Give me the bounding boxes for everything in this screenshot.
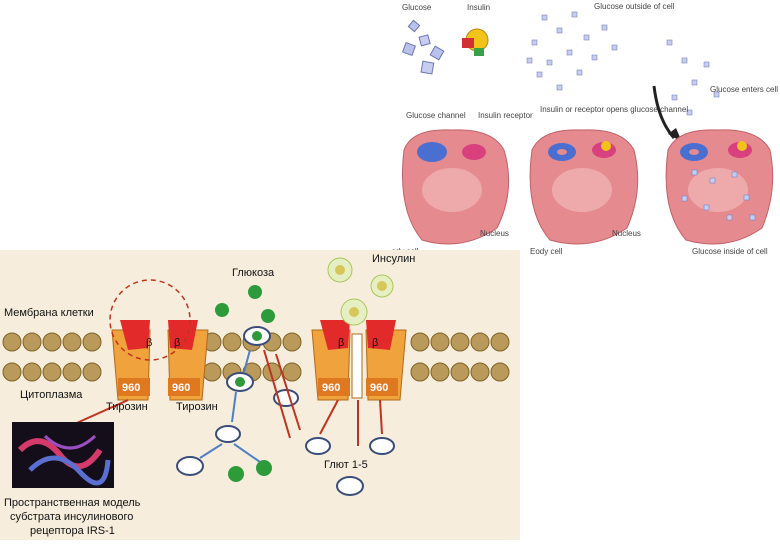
body-cell-1 [402, 130, 508, 244]
glucose-channel-1 [417, 142, 447, 162]
glucose-channel-label: Glucose channel [406, 111, 466, 120]
insulin-legend-icon [462, 29, 488, 56]
irs1-3d-model-image [12, 422, 114, 488]
insulin-label-ru: Инсулин [372, 253, 415, 265]
nucleus-label-2: Nucleus [612, 229, 641, 238]
residue-960-label: 960 [322, 382, 340, 394]
english-diagram-svg: Glucose Insulin Glucose outside of cell … [392, 0, 780, 258]
insulin-mechanism-english-panel: Glucose Insulin Glucose outside of cell … [392, 0, 780, 258]
glucose-outside-cluster [527, 12, 719, 115]
membrane-label: Мембрана клетки [4, 307, 94, 319]
beta-label: β [146, 337, 152, 349]
insulin-receptor-label: Insulin receptor [478, 111, 533, 120]
body-cell-label-2: Eody cell [530, 247, 563, 256]
residue-960-label: 960 [172, 382, 190, 394]
glucose-enters-label: Glucose enters cell through glucose chan… [710, 85, 780, 94]
insulin-mechanism-russian-panel: 960 960 β β 960 960 β β [0, 250, 520, 540]
insulin-molecules [328, 258, 393, 325]
residue-960-label: 960 [122, 382, 140, 394]
beta-label: β [372, 337, 378, 349]
nucleus-label-1: Nucleus [480, 229, 509, 238]
glut-label: Глют 1-5 [324, 459, 368, 471]
tyrosine-label-2: Тирозин [176, 401, 218, 413]
beta-label: β [174, 337, 180, 349]
insulin-receptor-1 [462, 144, 486, 160]
model-caption-line: рецептора IRS-1 [30, 525, 115, 537]
model-caption-line: Пространственная модель [4, 497, 141, 509]
glucose-inside-label: Glucose inside of cell [692, 247, 768, 256]
russian-diagram-svg: 960 960 β β 960 960 β β [0, 250, 520, 540]
model-caption-line: субстрата инсулинового [10, 511, 133, 523]
glucose-outside-label: Glucose outside of cell [594, 2, 675, 11]
cytoplasm-label: Цитоплазма [20, 389, 83, 401]
body-cell-3 [666, 130, 773, 244]
channel-gap [352, 334, 362, 398]
opens-channel-label: Insulin or receptor opens glucose channe… [540, 105, 688, 114]
beta-label: β [338, 337, 344, 349]
body-cell-2 [530, 130, 638, 244]
residue-960-label: 960 [370, 382, 388, 394]
glucose-label: Glucose [402, 3, 432, 12]
insulin-label: Insulin [467, 3, 490, 12]
glucose-label-ru: Глюкоза [232, 267, 275, 279]
tyrosine-label-1: Тирозин [106, 401, 148, 413]
glucose-legend-icon [403, 20, 444, 74]
